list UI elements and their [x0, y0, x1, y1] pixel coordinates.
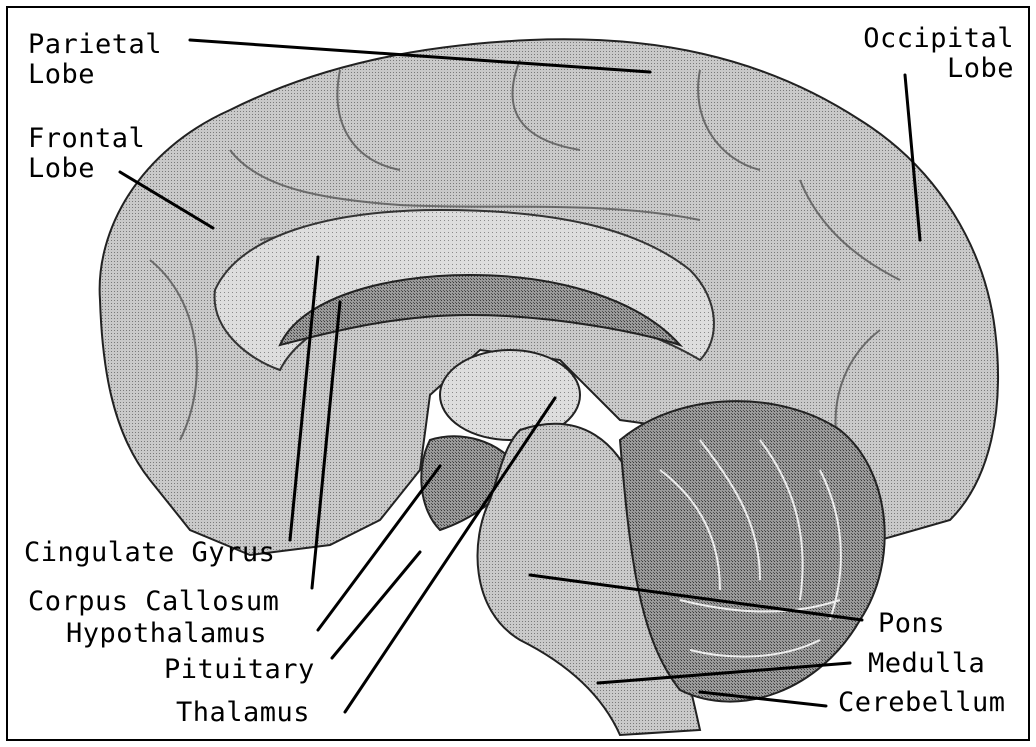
label-frontal-line1: Frontal [28, 124, 145, 154]
label-cerebellum: Cerebellum [838, 688, 1006, 718]
label-medulla: Medulla [868, 649, 985, 679]
label-occipital-line2: Lobe [862, 54, 1014, 84]
label-occipital-line1: Occipital [862, 24, 1014, 54]
label-hypothalamus: Hypothalamus [66, 619, 267, 649]
label-frontal-lobe: Frontal Lobe [28, 124, 145, 184]
label-pituitary: Pituitary [164, 655, 315, 685]
label-parietal-line1: Parietal [28, 30, 162, 60]
label-occipital-lobe: Occipital Lobe [862, 24, 1014, 84]
label-corpus-callosum: Corpus Callosum [28, 587, 279, 617]
leader-pituitary [332, 552, 420, 658]
label-parietal-line2: Lobe [28, 60, 162, 90]
label-thalamus: Thalamus [176, 698, 310, 728]
label-pons: Pons [878, 609, 945, 639]
label-cingulate-gyrus: Cingulate Gyrus [24, 538, 275, 568]
label-parietal-lobe: Parietal Lobe [28, 30, 162, 90]
label-frontal-line2: Lobe [28, 154, 145, 184]
